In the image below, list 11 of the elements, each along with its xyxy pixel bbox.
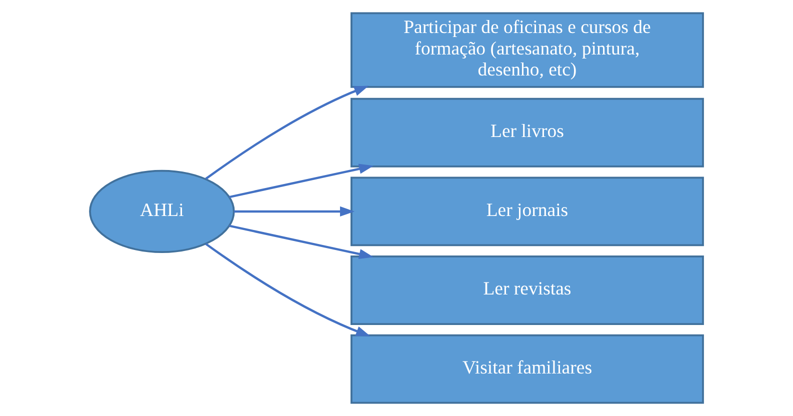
node-box: Ler jornais [350,176,704,246]
arrow [234,206,355,217]
node-box: Visitar familiares [350,334,704,404]
arrow [205,242,371,336]
node-box: Ler livros [350,98,704,168]
arrow [229,164,374,198]
arrow [205,86,369,180]
arrow [229,224,374,260]
node-ellipse: AHLi [89,170,235,254]
node-box: Ler revistas [350,256,704,325]
node-box: Participar de oficinas e cursos de formação (artesanato, pintura, desenho, etc) [350,12,704,88]
